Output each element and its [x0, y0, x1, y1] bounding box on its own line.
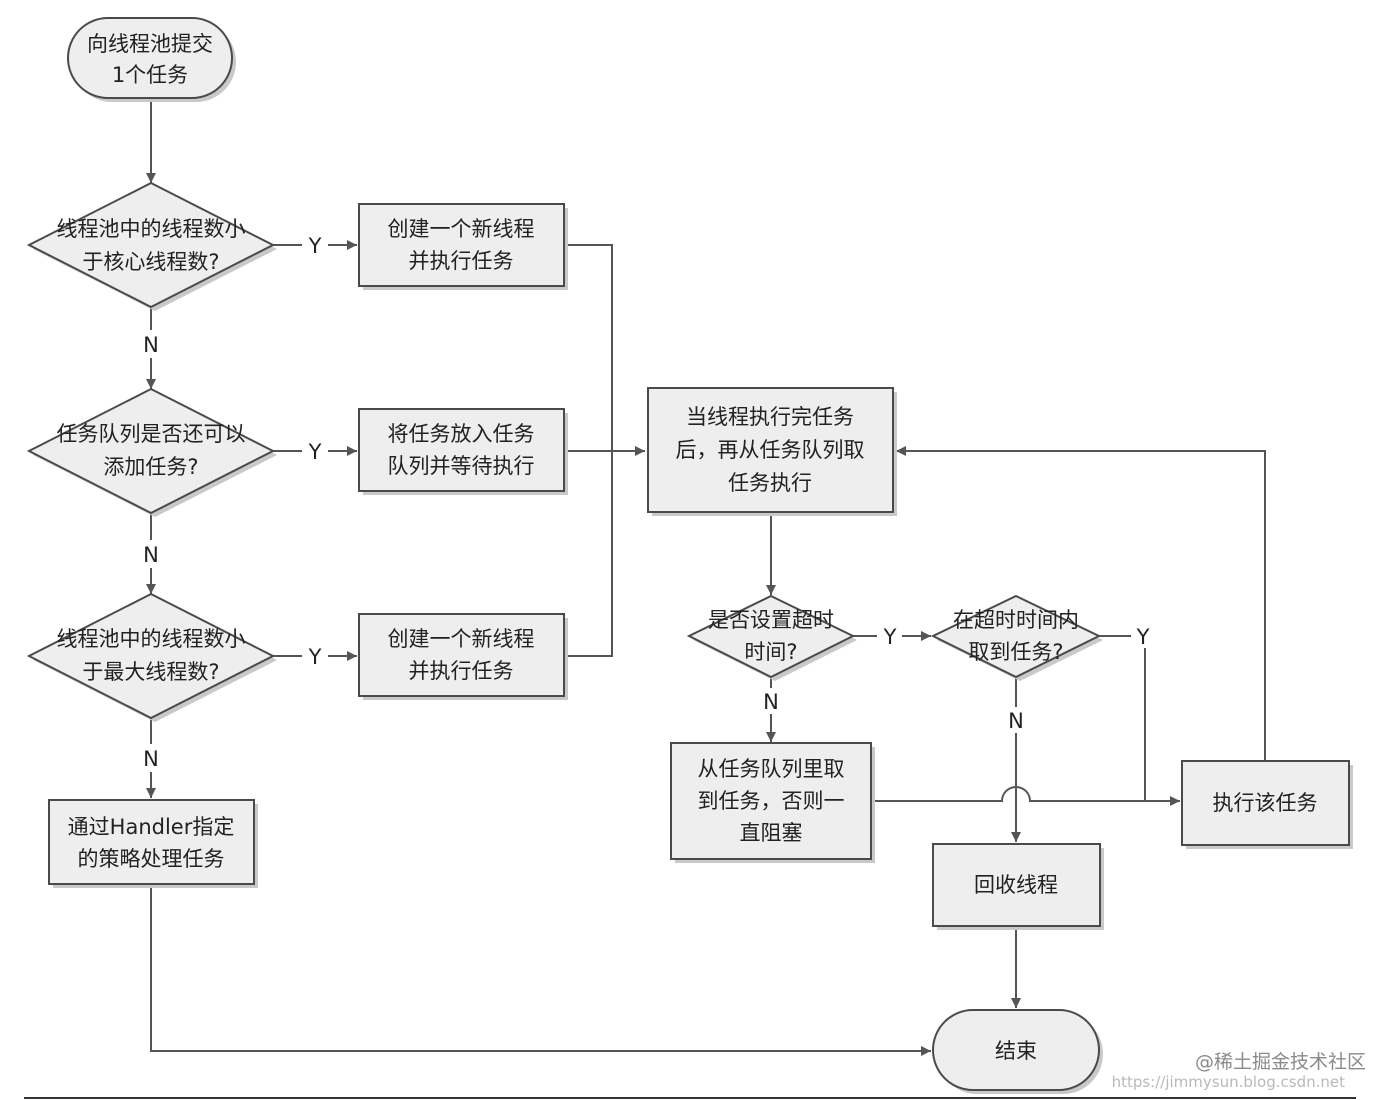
decision-label-line1: 在超时时间内 [953, 608, 1079, 632]
decision-timeout-set: 是否设置超时 时间? [686, 594, 857, 681]
no-label: N [143, 747, 159, 771]
process-label: 回收线程 [974, 873, 1058, 897]
process-create-thread-2: 创建一个新线程 并执行任务 [358, 613, 568, 700]
yes-label: Y [308, 234, 322, 258]
start-node: 向线程池提交 1个任务 [67, 17, 236, 102]
process-create-thread-1: 创建一个新线程 并执行任务 [358, 203, 568, 290]
no-label: N [143, 543, 159, 567]
decision-label-line1: 任务队列是否还可以 [57, 422, 246, 446]
decision-label-line1: 是否设置超时 [708, 608, 834, 632]
process-label-line2: 后，再从任务队列取 [676, 438, 865, 462]
decision-label-line1: 线程池中的线程数小 [57, 627, 246, 651]
no-label: N [763, 690, 779, 714]
process-label-line1: 将任务放入任务 [388, 422, 535, 446]
decision-label-line2: 取到任务? [968, 640, 1063, 664]
edge-handler-to-end [150, 884, 931, 1056]
watermark-site: @稀土掘金技术社区 [1195, 1051, 1366, 1073]
process-label-line2: 并执行任务 [409, 659, 514, 683]
process-after-exec: 当线程执行完任务 后，再从任务队列取 任务执行 [647, 387, 897, 516]
decision-label-line2: 于最大线程数? [82, 660, 219, 684]
start-label-line1: 向线程池提交 [87, 32, 213, 56]
no-label: N [1008, 709, 1024, 733]
watermark-url: https://jimmysun.blog.csdn.net [1112, 1073, 1346, 1091]
process-enqueue: 将任务放入任务 队列并等待执行 [358, 408, 568, 495]
process-label-line3: 直阻塞 [740, 821, 803, 845]
no-label: N [143, 333, 159, 357]
process-label-line2: 并执行任务 [409, 249, 514, 273]
yes-label: Y [308, 440, 322, 464]
process-label-line3: 任务执行 [728, 471, 812, 495]
yes-label: Y [308, 645, 322, 669]
decision-label-line1: 线程池中的线程数小 [57, 217, 246, 241]
process-label-line1: 通过Handler指定 [68, 815, 235, 839]
process-label-line1: 创建一个新线程 [388, 627, 535, 651]
process-label-line1: 创建一个新线程 [388, 217, 535, 241]
edge-labels: Y Y Y N N N Y Y N N [143, 234, 1149, 771]
process-label-line1: 从任务队列里取 [698, 757, 845, 781]
decision-label-line2: 于核心线程数? [82, 250, 219, 274]
decision-label-line2: 添加任务? [103, 455, 198, 479]
process-recycle-thread: 回收线程 [932, 843, 1104, 930]
process-label-line2: 到任务，否则一 [698, 789, 845, 813]
process-handler-policy: 通过Handler指定 的策略处理任务 [48, 799, 258, 888]
edge-create2-to-exec [564, 451, 613, 657]
decision-queue-available: 任务队列是否还可以 添加任务? [26, 387, 277, 517]
decision-got-task-in-time: 在超时时间内 取到任务? [930, 594, 1103, 681]
edge-create1-to-exec [564, 244, 613, 451]
connectors [146, 100, 1266, 1056]
edge-block-to-exec [871, 786, 1180, 806]
yes-label: Y [1136, 625, 1150, 649]
process-blocking-take: 从任务队列里取 到任务，否则一 直阻塞 [670, 742, 875, 863]
edge-exec-to-after [896, 446, 1266, 760]
process-label-line2: 的策略处理任务 [78, 847, 225, 871]
end-node: 结束 [932, 1009, 1103, 1094]
start-label-line2: 1个任务 [112, 63, 188, 87]
process-exec-task: 执行该任务 [1181, 760, 1353, 849]
decision-core-threads: 线程池中的线程数小 于核心线程数? [26, 181, 277, 311]
process-label-line1: 当线程执行完任务 [686, 405, 854, 429]
process-label-line2: 队列并等待执行 [388, 454, 535, 478]
process-label: 执行该任务 [1213, 791, 1318, 815]
decision-max-threads: 线程池中的线程数小 于最大线程数? [26, 592, 277, 722]
yes-label: Y [883, 625, 897, 649]
end-label: 结束 [995, 1039, 1037, 1063]
decision-label-line2: 时间? [744, 640, 797, 664]
